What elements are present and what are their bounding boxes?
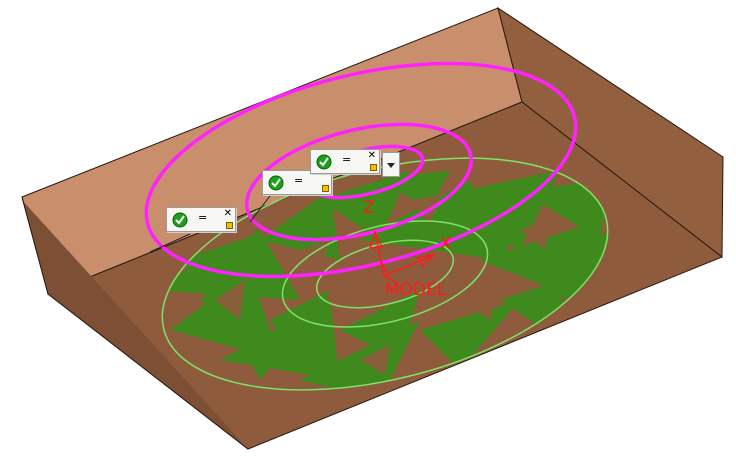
boundary-tag-3[interactable]: = ✕ [310,149,380,174]
coordinate-triad [369,230,436,283]
mesh-middle-ring [281,220,489,328]
close-icon[interactable]: ✕ [223,208,232,219]
resize-handle-icon[interactable] [226,222,233,229]
mesh-region [150,170,620,400]
green-check-icon [316,154,332,170]
resize-handle-icon[interactable] [322,185,329,192]
green-check-icon [172,212,188,228]
x-axis-label: X [440,234,452,254]
green-check-icon [268,175,284,191]
model-label: MODEL [385,280,447,300]
resize-handle-icon[interactable] [370,164,377,171]
equals-sign: = [294,174,304,187]
equals-sign: = [198,211,208,224]
boundary-tag-2[interactable]: = [262,170,332,195]
outer-boundary-curve[interactable] [125,25,598,316]
middle-boundary-curve[interactable] [235,104,483,261]
chevron-down-icon [387,163,395,168]
z-axis-label: Z [363,198,375,218]
equals-sign: = [342,153,352,166]
boundary-tag-1[interactable]: = ✕ [166,207,236,232]
close-icon[interactable]: ✕ [367,150,376,161]
dropdown-button[interactable] [382,152,400,177]
